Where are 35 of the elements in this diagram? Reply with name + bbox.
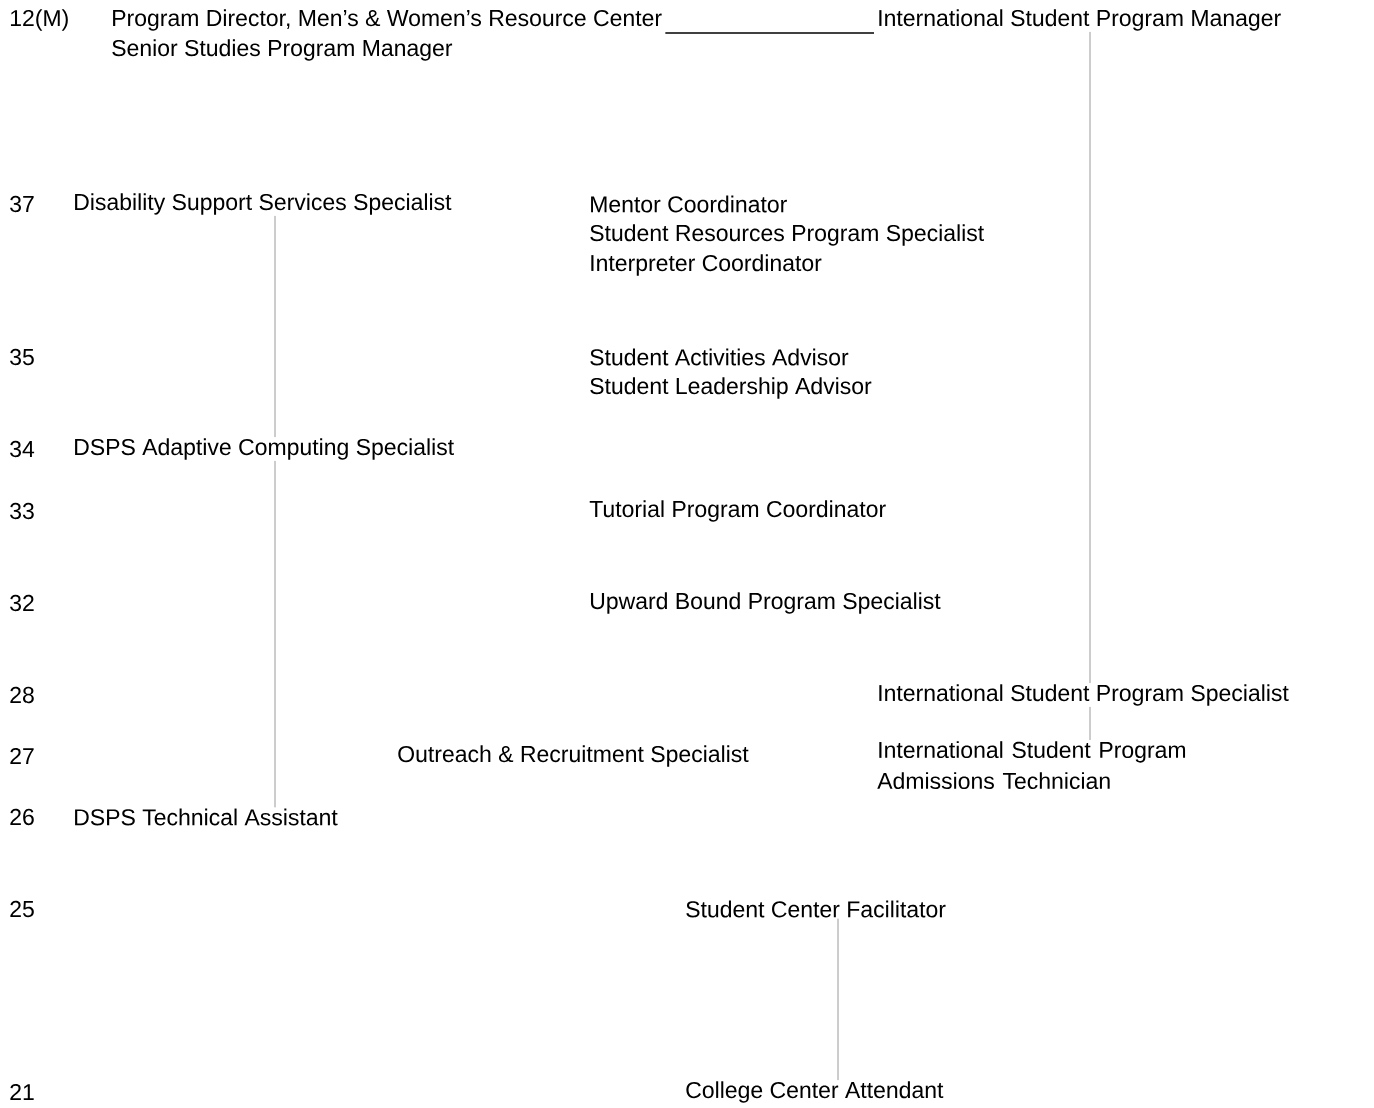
job-title: Student Resources Program Specialist <box>590 224 984 246</box>
job-title: Tutorial Program Coordinator <box>589 500 886 522</box>
connector-line <box>664 32 875 34</box>
job-title: Senior Studies Program Manager <box>112 39 453 61</box>
job-title: Student Activities Advisor <box>590 348 849 366</box>
grade-number: 35 <box>10 348 34 366</box>
job-title: International Student Program Admissions Technician <box>877 741 1186 790</box>
connector-line <box>1089 31 1091 684</box>
job-title: Interpreter Coordinator <box>591 254 822 276</box>
connector-line <box>274 215 276 438</box>
connector-line <box>1089 706 1091 741</box>
job-title: DSPS Adaptive Computing Specialist <box>75 438 454 460</box>
grade-number: 27 <box>10 747 34 765</box>
job-title: Student Leadership Advisor <box>590 377 872 399</box>
grade-number: 25 <box>10 900 34 918</box>
job-title: Upward Bound Program Specialist <box>591 592 941 614</box>
job-title: College Center Attendant <box>686 1081 944 1103</box>
grade-number: 33 <box>10 502 34 520</box>
job-title: DSPS Technical Assistant <box>75 808 338 826</box>
grade-number: 34 <box>10 440 35 458</box>
grade-number: 12(M) <box>10 9 68 31</box>
connector-line <box>274 460 276 808</box>
connector-line <box>837 918 839 1081</box>
grade-number: 26 <box>10 808 34 826</box>
job-title: Student Center Facilitator <box>686 900 946 918</box>
grade-number: 21 <box>10 1083 34 1101</box>
job-title: Mentor Coordinator <box>591 195 787 213</box>
job-title: International Student Program Specialist <box>879 684 1289 706</box>
job-title: Disability Support Services Specialist <box>75 193 452 215</box>
job-title: Program Director, Men’s & Women’s Resource Center <box>113 9 662 31</box>
job-title: International Student Program Manager <box>879 9 1281 31</box>
grade-number: 28 <box>10 686 34 704</box>
grade-number: 32 <box>10 594 34 612</box>
job-title: Outreach & Recruitment Specialist <box>398 745 749 767</box>
grade-number: 37 <box>10 195 34 213</box>
